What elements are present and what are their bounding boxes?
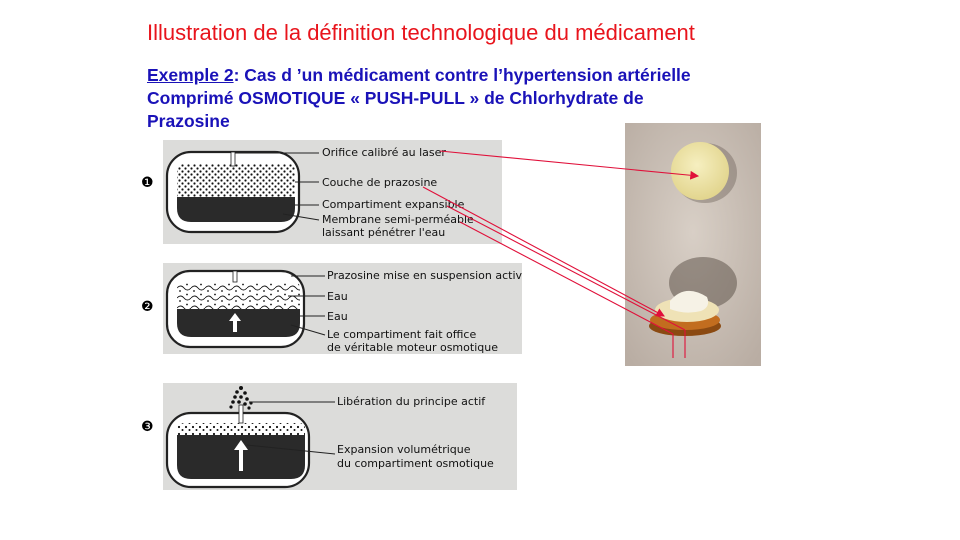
subtitle-line2: Comprimé OSMOTIQUE « PUSH-PULL » de Chlo… [147, 88, 644, 108]
example-label: Exemple 2 [147, 65, 234, 85]
tablet-diagram-1: Orifice calibré au laser Couche de prazo… [165, 146, 474, 239]
label-expansion: Expansion volumétrique [337, 443, 471, 456]
intact-tablet [671, 142, 729, 200]
label-suspension: Prazosine mise en suspension active [327, 269, 522, 282]
slide-title: Illustration de la définition technologi… [147, 20, 695, 45]
label-membrane: Membrane semi-perméable [322, 213, 474, 226]
tablet-photo-drawing [625, 123, 761, 366]
label-orifice: Orifice calibré au laser [322, 146, 446, 159]
arrow-compartiment [446, 205, 686, 331]
label-eau-2: Eau [327, 310, 348, 323]
slide-subtitle: Exemple 2: Cas d ’un médicament contre l… [147, 64, 807, 133]
subtitle-line3: Prazosine [147, 111, 230, 131]
subtitle-line1: : Cas d ’un médicament contre l’hyperten… [233, 65, 691, 85]
diagram-panel-2: Prazosine mise en suspension active Eau … [163, 263, 529, 354]
label-eau-1: Eau [327, 290, 348, 303]
step-number-1: ❶ [141, 175, 154, 191]
arrow-couche [422, 186, 665, 317]
label-moteur-2: de véritable moteur osmotique [327, 341, 498, 354]
tablet-diagram-2: Prazosine mise en suspension active Eau … [165, 269, 529, 354]
label-liberation: Libération du principe actif [337, 395, 486, 408]
label-couche-prazosine: Couche de prazosine [322, 176, 437, 189]
diagram-panel-1: Orifice calibré au laser Couche de prazo… [163, 140, 502, 244]
step-number-2: ❷ [141, 299, 154, 315]
tablet-diagram-3: Libération du principe actif Expansion v… [165, 386, 494, 489]
arrow-orifice [439, 150, 700, 180]
arrow-membrane [459, 221, 674, 335]
diagram-panel-3: Libération du principe actif Expansion v… [163, 383, 517, 490]
tablet-photo [625, 123, 761, 366]
label-expansion-2: du compartiment osmotique [337, 457, 494, 470]
label-membrane-2: laissant pénétrer l'eau [322, 226, 445, 239]
label-compartiment: Compartiment expansible [322, 198, 465, 211]
step-number-3: ❸ [141, 419, 154, 435]
label-moteur: Le compartiment fait office [327, 328, 476, 341]
